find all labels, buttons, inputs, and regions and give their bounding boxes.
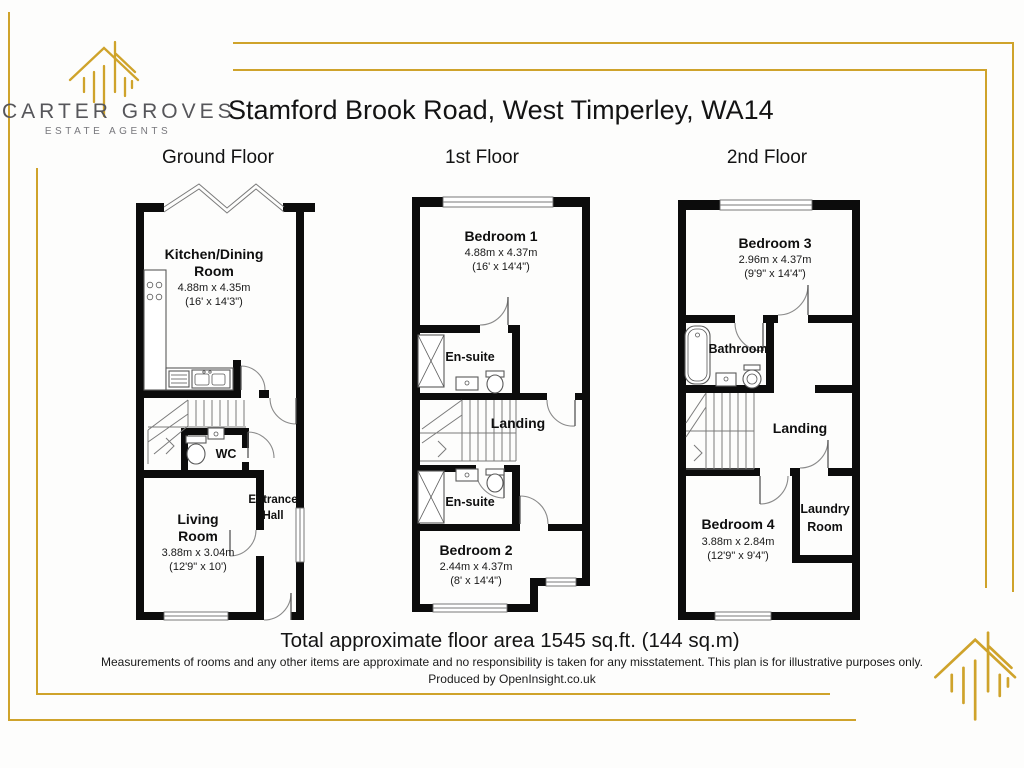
first-doors xyxy=(475,296,576,525)
ground-stairs xyxy=(147,399,246,464)
second-stairs xyxy=(685,392,755,470)
ground-windows xyxy=(163,507,305,621)
laundry-label: Laundry xyxy=(800,502,849,516)
ground-doors xyxy=(229,365,297,621)
kitchen-fixtures xyxy=(143,269,234,391)
ensuite-top-label: En-suite xyxy=(445,350,494,364)
disclaimer-text: Measurements of rooms and any other item… xyxy=(101,655,923,669)
gold-line-right-inner xyxy=(985,69,987,588)
first-stairs xyxy=(420,399,517,462)
floor-label-second: 2nd Floor xyxy=(726,147,808,168)
bathroom-label: Bathroom xyxy=(708,342,767,356)
second-windows xyxy=(714,199,813,621)
ground-room-labels: Kitchen/Dining Room 4.88m x 4.35m (16' x… xyxy=(162,246,298,573)
first-room-labels: Bedroom 1 4.88m x 4.37m (16' x 14'4") En… xyxy=(439,228,545,587)
bedroom1-label: Bedroom 1 xyxy=(464,228,537,244)
bedroom1-dims-metric: 4.88m x 4.37m xyxy=(465,247,538,259)
bathroom-fixtures xyxy=(684,325,762,389)
svg-text:Room: Room xyxy=(807,520,842,534)
page-title: Stamford Brook Road, West Timperley, WA1… xyxy=(228,95,774,125)
total-floor-area: Total approximate floor area 1545 sq.ft.… xyxy=(280,629,740,652)
house-logo-icon-small xyxy=(934,631,1017,721)
second-doors xyxy=(734,284,829,505)
gold-line-top-inner xyxy=(233,69,985,71)
kitchen-dims-imperial: (16' x 14'3") xyxy=(185,296,243,308)
living-room-label: Living xyxy=(177,511,218,527)
gold-line-bottom-inner xyxy=(36,693,830,695)
bedroom3-label: Bedroom 3 xyxy=(738,235,811,251)
bedroom2-dims-imperial: (8' x 14'4") xyxy=(450,575,502,587)
bedroom2-dims-metric: 2.44m x 4.37m xyxy=(440,561,513,573)
wc-label: WC xyxy=(216,447,237,461)
ensuite-top-fixtures xyxy=(417,334,505,394)
bedroom4-dims-metric: 3.88m x 2.84m xyxy=(702,536,775,548)
house-logo-icon xyxy=(68,40,140,118)
bedroom3-dims-metric: 2.96m x 4.37m xyxy=(739,254,812,266)
entrance-hall-label: Entrance xyxy=(248,494,297,506)
gold-line-top-outer xyxy=(233,42,1012,44)
ensuite-bottom-label: En-suite xyxy=(445,495,494,509)
kitchen-dims-metric: 4.88m x 4.35m xyxy=(178,282,251,294)
bedroom3-dims-imperial: (9'9" x 14'4") xyxy=(744,268,806,280)
svg-text:Hall: Hall xyxy=(262,510,283,522)
produced-by-text: Produced by OpenInsight.co.uk xyxy=(428,672,596,686)
living-dims-imperial: (12'9" x 10') xyxy=(169,561,227,573)
floorplan-first-floor: Bedroom 1 4.88m x 4.37m (16' x 14'4") En… xyxy=(412,196,590,613)
gold-line-left-inner xyxy=(36,168,38,695)
brand-name: CARTER GROVES xyxy=(2,100,236,123)
floor-label-first: 1st Floor xyxy=(445,147,519,168)
wc-fixtures xyxy=(185,427,225,465)
bedroom1-dims-imperial: (16' x 14'4") xyxy=(472,261,530,273)
floorplan-ground-floor: Kitchen/Dining Room 4.88m x 4.35m (16' x… xyxy=(136,183,315,621)
bedroom4-label: Bedroom 4 xyxy=(701,516,774,532)
gold-line-left-outer xyxy=(8,12,10,721)
kitchen-label: Kitchen/Dining xyxy=(165,246,264,262)
floorplan-second-floor: Bedroom 3 2.96m x 4.37m (9'9" x 14'4") B… xyxy=(678,199,860,621)
bedroom4-dims-imperial: (12'9" x 9'4") xyxy=(707,550,769,562)
first-windows xyxy=(432,196,577,613)
gold-line-right-outer xyxy=(1012,42,1014,592)
landing-label-2f: Landing xyxy=(773,420,827,436)
floor-label-ground: Ground Floor xyxy=(162,147,274,168)
landing-label: Landing xyxy=(491,415,545,431)
svg-text:Room: Room xyxy=(194,263,234,279)
ensuite-bottom-fixtures xyxy=(417,468,505,524)
svg-text:Room: Room xyxy=(178,528,218,544)
brand-tagline: ESTATE AGENTS xyxy=(44,126,172,137)
living-dims-metric: 3.88m x 3.04m xyxy=(162,547,235,559)
bay-window xyxy=(163,183,285,214)
second-room-labels: Bedroom 3 2.96m x 4.37m (9'9" x 14'4") B… xyxy=(701,235,849,562)
bedroom2-label: Bedroom 2 xyxy=(439,542,512,558)
gold-line-bottom-outer xyxy=(8,719,856,721)
